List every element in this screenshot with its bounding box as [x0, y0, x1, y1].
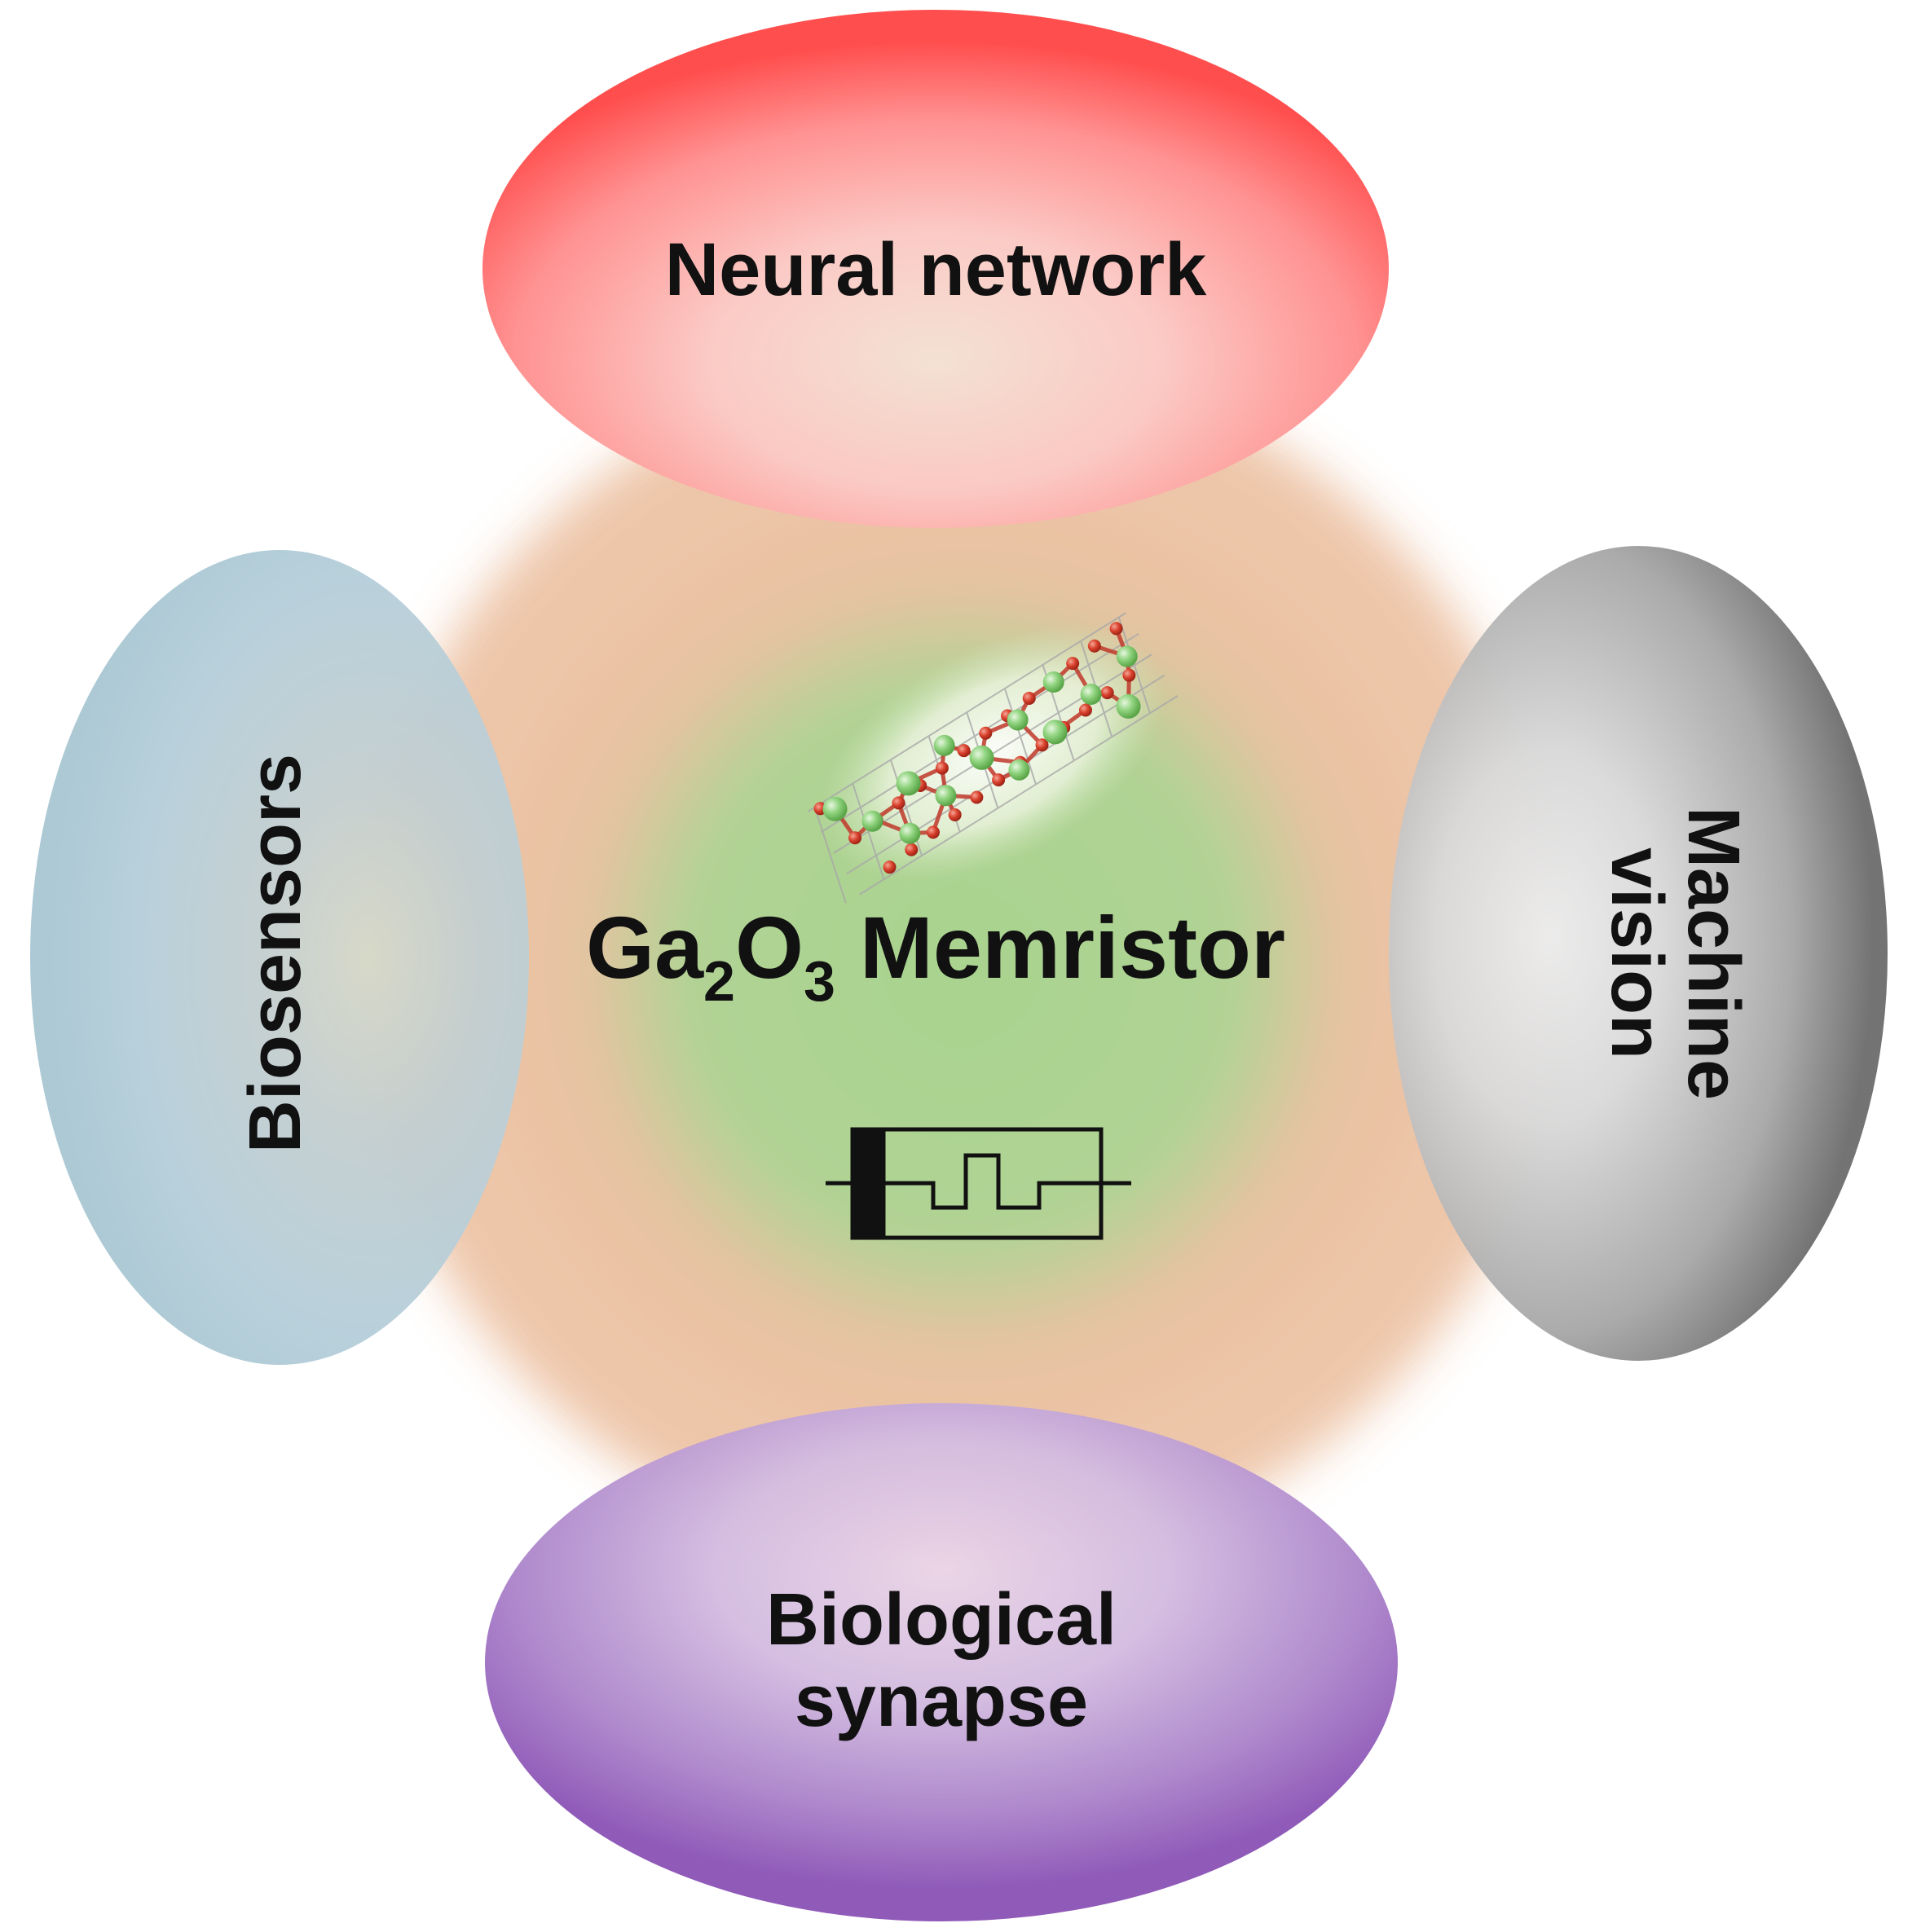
oxygen-atom — [948, 808, 962, 821]
lattice-line — [852, 783, 885, 880]
oxygen-atom — [1109, 622, 1123, 636]
gallium-atom — [1042, 671, 1064, 693]
title-prefix: Ga — [586, 898, 704, 997]
gallium-atom — [935, 785, 957, 807]
oxygen-atom — [1035, 738, 1049, 752]
machine-vision-label-line2: vision — [1596, 847, 1677, 1059]
memristor-symbol-icon — [826, 1127, 1131, 1240]
biosensors-label: Biosensors — [235, 754, 316, 1153]
oxygen-atom — [926, 825, 940, 839]
oxygen-atom — [1022, 691, 1036, 705]
neural-network-label: Neural network — [665, 228, 1207, 311]
oxygen-atom — [892, 796, 905, 810]
lattice-line — [813, 807, 847, 904]
oxygen-atom — [1078, 703, 1092, 717]
oxygen-atom — [848, 831, 862, 845]
oxygen-atom — [957, 744, 971, 758]
biosensors-node: Biosensors — [30, 550, 529, 1365]
gallium-atom — [1080, 683, 1102, 705]
oxygen-atom — [979, 726, 993, 740]
oxygen-atom — [970, 790, 984, 804]
oxygen-atom — [1100, 686, 1114, 700]
gallium-atom — [933, 734, 955, 756]
machine-vision-label-line1: Machine — [1672, 807, 1754, 1100]
machine-vision-node: Machine vision — [1389, 546, 1888, 1361]
title-mid: O — [735, 898, 804, 997]
biological-synapse-node: Biological synapse — [485, 1403, 1398, 1921]
gallium-atom — [1116, 645, 1138, 667]
gallium-atom — [1008, 759, 1030, 781]
oxygen-atom — [905, 843, 919, 856]
gallium-atom — [861, 810, 883, 832]
title-suffix: Memristor — [835, 898, 1285, 997]
oxygen-atom — [1122, 668, 1136, 682]
gallium-atom — [969, 745, 994, 770]
biological-synapse-label-line1: Biological — [766, 1579, 1117, 1661]
oxygen-atom — [1066, 657, 1080, 671]
oxygen-atom — [935, 761, 949, 775]
subscript-3: 3 — [804, 949, 835, 1013]
lattice-line — [1003, 688, 1037, 785]
neural-network-node: Neural network — [482, 10, 1389, 528]
oxygen-atom — [992, 773, 1006, 787]
lattice-line — [859, 695, 1179, 896]
center-title: Ga2O3 Memristor — [586, 898, 1285, 1013]
biological-synapse-label-line2: synapse — [795, 1661, 1088, 1742]
oxygen-atom — [1087, 639, 1101, 653]
oxygen-atom — [883, 860, 897, 874]
gallium-atom — [896, 771, 921, 796]
lattice-line — [1117, 617, 1151, 714]
gallium-atom — [1042, 720, 1068, 745]
gallium-atom — [822, 796, 848, 821]
subscript-2: 2 — [703, 949, 735, 1013]
lattice-line — [807, 612, 1126, 812]
gallium-atom — [1007, 709, 1029, 731]
gallium-atom — [899, 822, 921, 844]
center-halo — [359, 359, 1565, 1565]
ga2o3-crystal-structure-illustration — [807, 612, 1179, 904]
gallium-atom — [1116, 693, 1141, 719]
